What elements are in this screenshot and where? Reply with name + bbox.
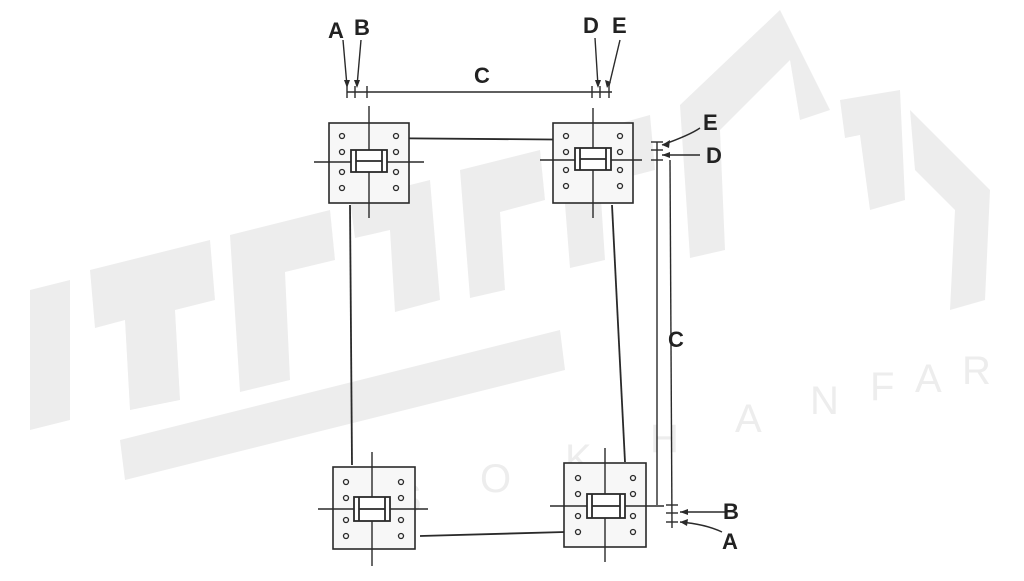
base-plate-bottom-left bbox=[318, 452, 428, 566]
bolt-hole bbox=[342, 494, 350, 502]
watermark-letter: R bbox=[962, 349, 993, 393]
bolt-hole bbox=[392, 148, 400, 156]
base-plate-top-left bbox=[314, 106, 424, 218]
bolt-hole bbox=[397, 494, 405, 502]
bolt-hole bbox=[562, 166, 570, 174]
leader-arrow-a bbox=[342, 39, 348, 87]
label-c-right: C bbox=[668, 327, 684, 352]
bolt-hole bbox=[392, 168, 400, 176]
bolt-hole bbox=[342, 516, 350, 524]
bolt-hole bbox=[338, 132, 346, 140]
bolt-hole bbox=[616, 148, 624, 156]
base-plate-bottom-right bbox=[550, 448, 664, 562]
watermark-letter: A bbox=[915, 357, 944, 401]
watermark-letter: A bbox=[735, 397, 764, 441]
label-c-top: C bbox=[474, 63, 490, 88]
label-e-right: E bbox=[703, 110, 718, 135]
bolt-hole bbox=[629, 490, 637, 498]
bolt-hole bbox=[392, 132, 400, 140]
bolt-hole bbox=[574, 528, 582, 536]
bolt-hole bbox=[562, 132, 570, 140]
bolt-hole bbox=[574, 490, 582, 498]
watermark-letter: F bbox=[870, 365, 896, 409]
right-dimension-line-lower bbox=[669, 159, 673, 529]
label-b-right: B bbox=[723, 499, 739, 524]
watermark-logo bbox=[30, 10, 990, 480]
bolt-hole bbox=[629, 528, 637, 536]
label-d-top: D bbox=[583, 13, 599, 38]
bolt-hole bbox=[616, 132, 624, 140]
top-dimension: A B C D E bbox=[328, 13, 627, 98]
label-a-top: A bbox=[328, 18, 344, 43]
watermark-letter: N bbox=[810, 379, 841, 423]
label-b-top: B bbox=[354, 15, 370, 40]
bolt-hole bbox=[616, 182, 624, 190]
watermark-letter: O bbox=[480, 457, 513, 501]
left-edge bbox=[349, 204, 353, 466]
bolt-hole bbox=[392, 184, 400, 192]
bolt-hole bbox=[338, 168, 346, 176]
bolt-hole bbox=[574, 474, 582, 482]
label-d-right: D bbox=[706, 143, 722, 168]
bolt-hole bbox=[338, 148, 346, 156]
bolt-hole bbox=[562, 182, 570, 190]
bolt-hole bbox=[397, 532, 405, 540]
bolt-hole bbox=[629, 512, 637, 520]
right-dimension: E D C B A bbox=[651, 110, 739, 554]
watermark-letter: H bbox=[650, 417, 681, 461]
label-a-right: A bbox=[722, 529, 738, 554]
bolt-hole bbox=[574, 512, 582, 520]
bolt-hole bbox=[338, 184, 346, 192]
bolt-hole bbox=[342, 478, 350, 486]
label-e-top: E bbox=[612, 13, 627, 38]
leader-arrow-e bbox=[608, 39, 621, 87]
bolt-hole bbox=[397, 478, 405, 486]
bolt-hole bbox=[616, 166, 624, 174]
leader-arrow-b bbox=[356, 39, 362, 87]
leader-arrow-d bbox=[594, 37, 599, 87]
base-plate-top-right bbox=[540, 108, 642, 218]
bottom-edge bbox=[419, 531, 566, 537]
bolt-hole bbox=[562, 148, 570, 156]
bolt-hole bbox=[342, 532, 350, 540]
bolt-hole bbox=[397, 516, 405, 524]
bolt-hole bbox=[629, 474, 637, 482]
right-edge bbox=[611, 204, 626, 463]
